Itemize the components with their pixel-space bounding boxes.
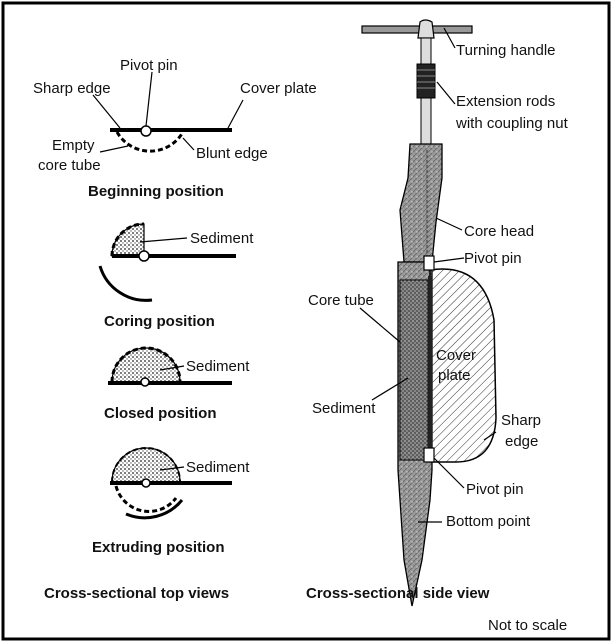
core-head-leader (436, 218, 462, 230)
core-tube-label: core tube (38, 157, 101, 174)
bottom-pivot-pin-label: Pivot pin (466, 481, 524, 498)
rods-leader (437, 82, 455, 104)
extruding-outer-arc (126, 500, 182, 518)
turning-handle-label: Turning handle (456, 42, 556, 59)
pivot-pin-circle (141, 126, 151, 136)
core-tube-leader (100, 146, 128, 152)
core-head-label: Core head (464, 223, 534, 240)
cover-plate-hinge-edge (428, 276, 432, 458)
coring-sediment-label: Sediment (190, 230, 254, 247)
coring-sediment-leader (140, 238, 187, 242)
extruding-sediment-fill (112, 448, 180, 482)
sharp-edge-leader (93, 95, 120, 128)
closed-sediment-fill (112, 348, 180, 382)
beginning-position-caption: Beginning position (88, 183, 224, 200)
extruding-position-caption: Extruding position (92, 539, 225, 556)
extension-rods-label: Extension rods (456, 93, 555, 110)
core-head (400, 144, 442, 262)
coring-pivot-pin (139, 251, 149, 261)
scale-note: Not to scale (488, 617, 567, 634)
core-tube-label: Core tube (308, 292, 374, 309)
extruding-sediment-label: Sediment (186, 459, 250, 476)
sharp-edge-label: Sharp edge (33, 80, 111, 97)
plate-label: plate (438, 367, 471, 384)
top-pivot-pin (424, 256, 434, 270)
top-pivot-leader (434, 258, 464, 262)
extruding-tube-arc (116, 486, 176, 511)
top-views-footer: Cross-sectional top views (44, 585, 229, 602)
closed-position-caption: Closed position (104, 405, 217, 422)
bottom-pivot-pin (424, 448, 434, 462)
blunt-edge-label: Blunt edge (196, 145, 268, 162)
sediment-column (400, 280, 428, 460)
core-tube-leader (360, 308, 400, 342)
coring-outer-arc (100, 266, 152, 300)
cover-plate-label: Cover plate (240, 80, 317, 97)
cover-label: Cover (436, 347, 476, 364)
edge-label: edge (505, 433, 538, 450)
bottom-point-label: Bottom point (446, 513, 531, 530)
closed-sediment-label: Sediment (186, 358, 250, 375)
pivot-pin-leader (146, 72, 152, 126)
sediment-side-label: Sediment (312, 400, 376, 417)
coupling-nut-label: with coupling nut (455, 115, 569, 132)
side-view-footer: Cross-sectional side view (306, 585, 490, 602)
cover-plate-leader (228, 100, 243, 128)
top-pivot-pin-label: Pivot pin (464, 250, 522, 267)
closed-pivot-pin (141, 378, 149, 386)
empty-label: Empty (52, 137, 95, 154)
pivot-pin-label: Pivot pin (120, 57, 178, 74)
side-cover-plate (430, 269, 496, 462)
blunt-edge-leader (183, 138, 194, 150)
turning-handle-bar (362, 26, 472, 33)
extruding-pivot-pin (142, 479, 150, 487)
beginning-position-figure (93, 72, 243, 152)
coring-position-caption: Coring position (104, 313, 215, 330)
coupling-nut (417, 64, 435, 98)
handle-hub (418, 20, 434, 38)
sharp-label: Sharp (501, 412, 541, 429)
